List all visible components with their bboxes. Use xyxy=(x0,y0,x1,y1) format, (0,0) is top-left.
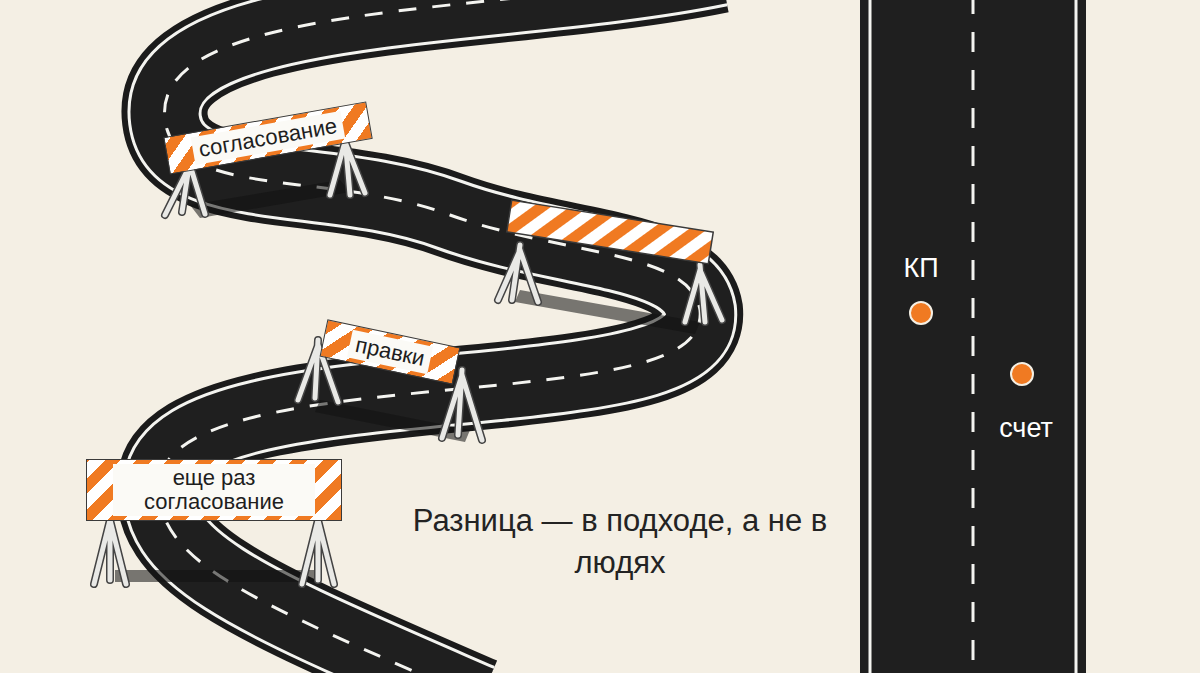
barrier-text: еще раз согласование xyxy=(113,464,315,516)
milestone-label: КП xyxy=(903,255,938,282)
milestone-dot xyxy=(910,302,932,324)
caption: Разница — в подходе, а не в людях xyxy=(380,500,860,584)
barrier-board: еще раз согласование xyxy=(86,459,342,521)
milestone-dot xyxy=(1011,363,1033,385)
milestone-label: счет xyxy=(999,415,1053,442)
straight-road xyxy=(860,0,1086,673)
plain-barrier xyxy=(507,200,713,264)
